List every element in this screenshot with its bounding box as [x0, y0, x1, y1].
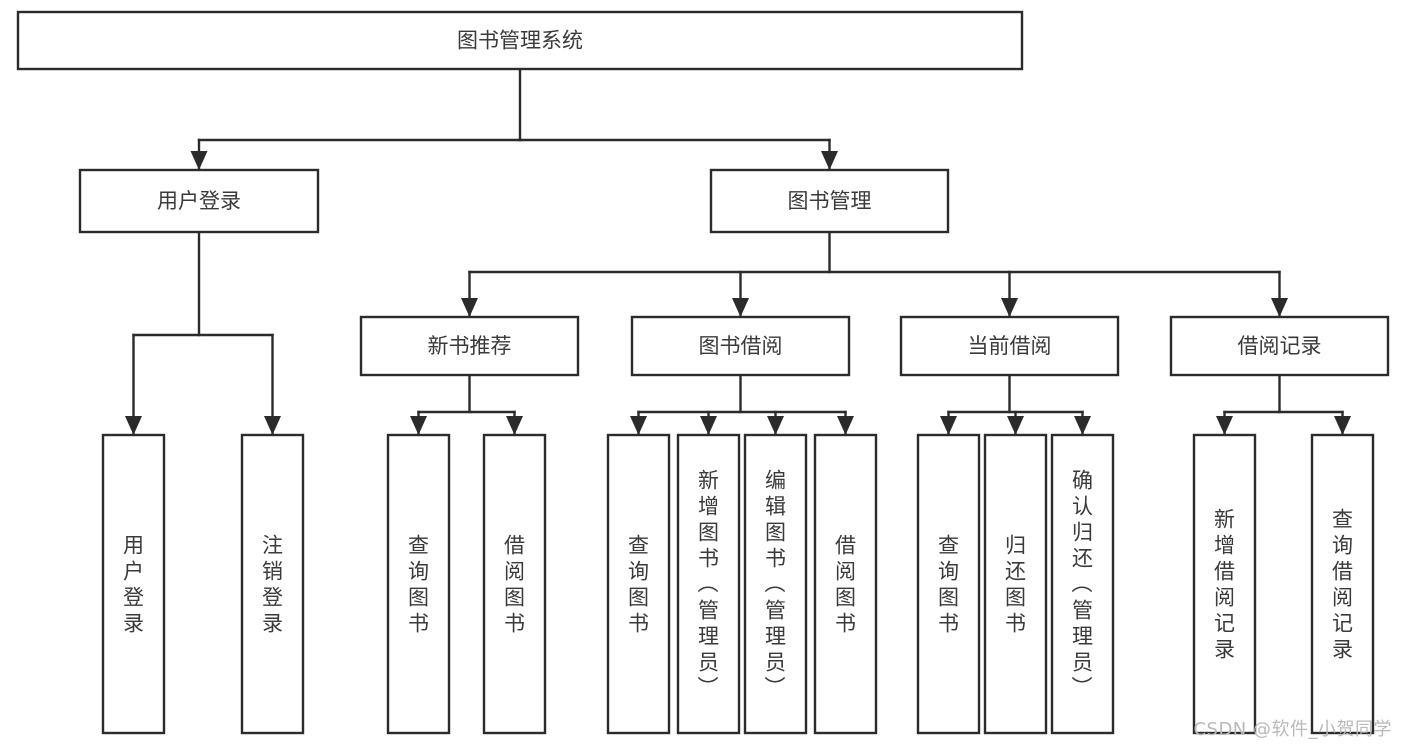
node-leaf-confirm-return-admin[interactable]: 确认归还（管理员）	[1050, 433, 1115, 735]
node-label-borrow-records: 借阅记录	[1238, 334, 1322, 358]
arrow-head-icon	[700, 416, 717, 435]
node-leaf-edit-book-admin[interactable]: 编辑图书（管理员）	[743, 433, 808, 735]
node-book-borrow[interactable]: 图书借阅	[630, 315, 851, 377]
arrow-head-icon	[630, 416, 647, 435]
node-box-leaf-logout	[240, 433, 305, 735]
arrow-head-icon	[1074, 416, 1091, 435]
node-label-leaf-logout: 注销登录	[262, 533, 283, 635]
node-box-leaf-query-book-recommend	[386, 433, 451, 735]
node-label-book-management: 图书管理	[788, 189, 872, 213]
arrow-head-icon	[410, 416, 427, 435]
node-box-leaf-query-book-current	[916, 433, 981, 735]
arrow-head-icon	[940, 416, 957, 435]
node-label-current-borrow: 当前借阅	[968, 334, 1052, 358]
node-label-leaf-add-book-admin: 新增图书（管理员）	[698, 468, 720, 700]
node-box-leaf-query-book-borrow	[606, 433, 671, 735]
node-box-leaf-add-borrow-record	[1192, 433, 1257, 735]
node-user-login[interactable]: 用户登录	[78, 168, 320, 234]
node-leaf-borrow-book[interactable]: 借阅图书	[813, 433, 878, 735]
node-boxes: 图书管理系统用户登录图书管理新书推荐图书借阅当前借阅借阅记录用户登录注销登录查询…	[16, 10, 1390, 735]
node-label-root: 图书管理系统	[457, 29, 583, 53]
arrow-head-icon	[1007, 416, 1024, 435]
node-label-leaf-add-borrow-record: 新增借阅记录	[1214, 507, 1235, 661]
node-label-leaf-edit-book-admin: 编辑图书（管理员）	[765, 468, 787, 700]
node-box-leaf-add-book-admin	[676, 433, 741, 735]
node-label-leaf-query-book-current: 查询图书	[938, 533, 959, 635]
node-box-book-borrow	[630, 315, 851, 377]
node-label-new-book-recommend: 新书推荐	[428, 334, 512, 358]
arrow-head-icon	[125, 416, 142, 435]
node-box-leaf-borrow-book-recommend	[482, 433, 547, 735]
node-box-user-login	[78, 168, 320, 234]
node-box-leaf-confirm-return-admin	[1050, 433, 1115, 735]
arrow-head-icon	[1216, 416, 1233, 435]
node-box-leaf-edit-book-admin	[743, 433, 808, 735]
arrow-head-icon	[506, 416, 523, 435]
node-label-leaf-return-book: 归还图书	[1005, 533, 1026, 635]
node-label-leaf-confirm-return-admin: 确认归还（管理员）	[1072, 468, 1094, 700]
arrow-head-icon	[190, 151, 208, 170]
arrow-head-icon	[767, 416, 784, 435]
node-leaf-query-borrow-record[interactable]: 查询借阅记录	[1310, 433, 1375, 735]
arrow-head-icon	[837, 416, 854, 435]
connector-lines	[125, 67, 1351, 436]
node-leaf-add-borrow-record[interactable]: 新增借阅记录	[1192, 433, 1257, 735]
node-box-new-book-recommend	[359, 315, 580, 377]
node-root[interactable]: 图书管理系统	[16, 10, 1024, 71]
node-label-leaf-query-borrow-record: 查询借阅记录	[1332, 507, 1353, 661]
node-box-leaf-query-borrow-record	[1310, 433, 1375, 735]
node-leaf-return-book[interactable]: 归还图书	[983, 433, 1048, 735]
node-box-leaf-return-book	[983, 433, 1048, 735]
arrow-head-icon	[1334, 416, 1351, 435]
node-leaf-borrow-book-recommend[interactable]: 借阅图书	[482, 433, 547, 735]
node-label-leaf-query-book-recommend: 查询图书	[408, 533, 429, 635]
arrow-head-icon	[1001, 298, 1018, 317]
node-label-user-login: 用户登录	[157, 189, 241, 213]
node-leaf-query-book-current[interactable]: 查询图书	[916, 433, 981, 735]
node-box-current-borrow	[899, 315, 1120, 377]
node-label-book-borrow: 图书借阅	[699, 334, 783, 358]
node-box-root	[16, 10, 1024, 71]
arrow-head-icon	[732, 298, 749, 317]
arrow-head-icon	[461, 298, 478, 317]
node-book-management[interactable]: 图书管理	[709, 168, 950, 234]
node-leaf-add-book-admin[interactable]: 新增图书（管理员）	[676, 433, 741, 735]
node-box-leaf-user-login	[101, 433, 166, 735]
node-leaf-user-login[interactable]: 用户登录	[101, 433, 166, 735]
arrow-head-icon	[264, 416, 281, 435]
node-label-leaf-borrow-book-recommend: 借阅图书	[504, 533, 525, 635]
arrow-head-icon	[1271, 298, 1288, 317]
node-label-leaf-borrow-book: 借阅图书	[835, 533, 856, 635]
node-leaf-query-book-borrow[interactable]: 查询图书	[606, 433, 671, 735]
node-box-leaf-borrow-book	[813, 433, 878, 735]
node-new-book-recommend[interactable]: 新书推荐	[359, 315, 580, 377]
node-leaf-query-book-recommend[interactable]: 查询图书	[386, 433, 451, 735]
node-label-leaf-user-login: 用户登录	[123, 533, 144, 635]
node-label-leaf-query-book-borrow: 查询图书	[628, 533, 649, 635]
node-box-borrow-records	[1169, 315, 1390, 377]
arrow-head-icon	[821, 151, 838, 170]
node-box-book-management	[709, 168, 950, 234]
node-leaf-logout[interactable]: 注销登录	[240, 433, 305, 735]
node-current-borrow[interactable]: 当前借阅	[899, 315, 1120, 377]
node-borrow-records[interactable]: 借阅记录	[1169, 315, 1390, 377]
